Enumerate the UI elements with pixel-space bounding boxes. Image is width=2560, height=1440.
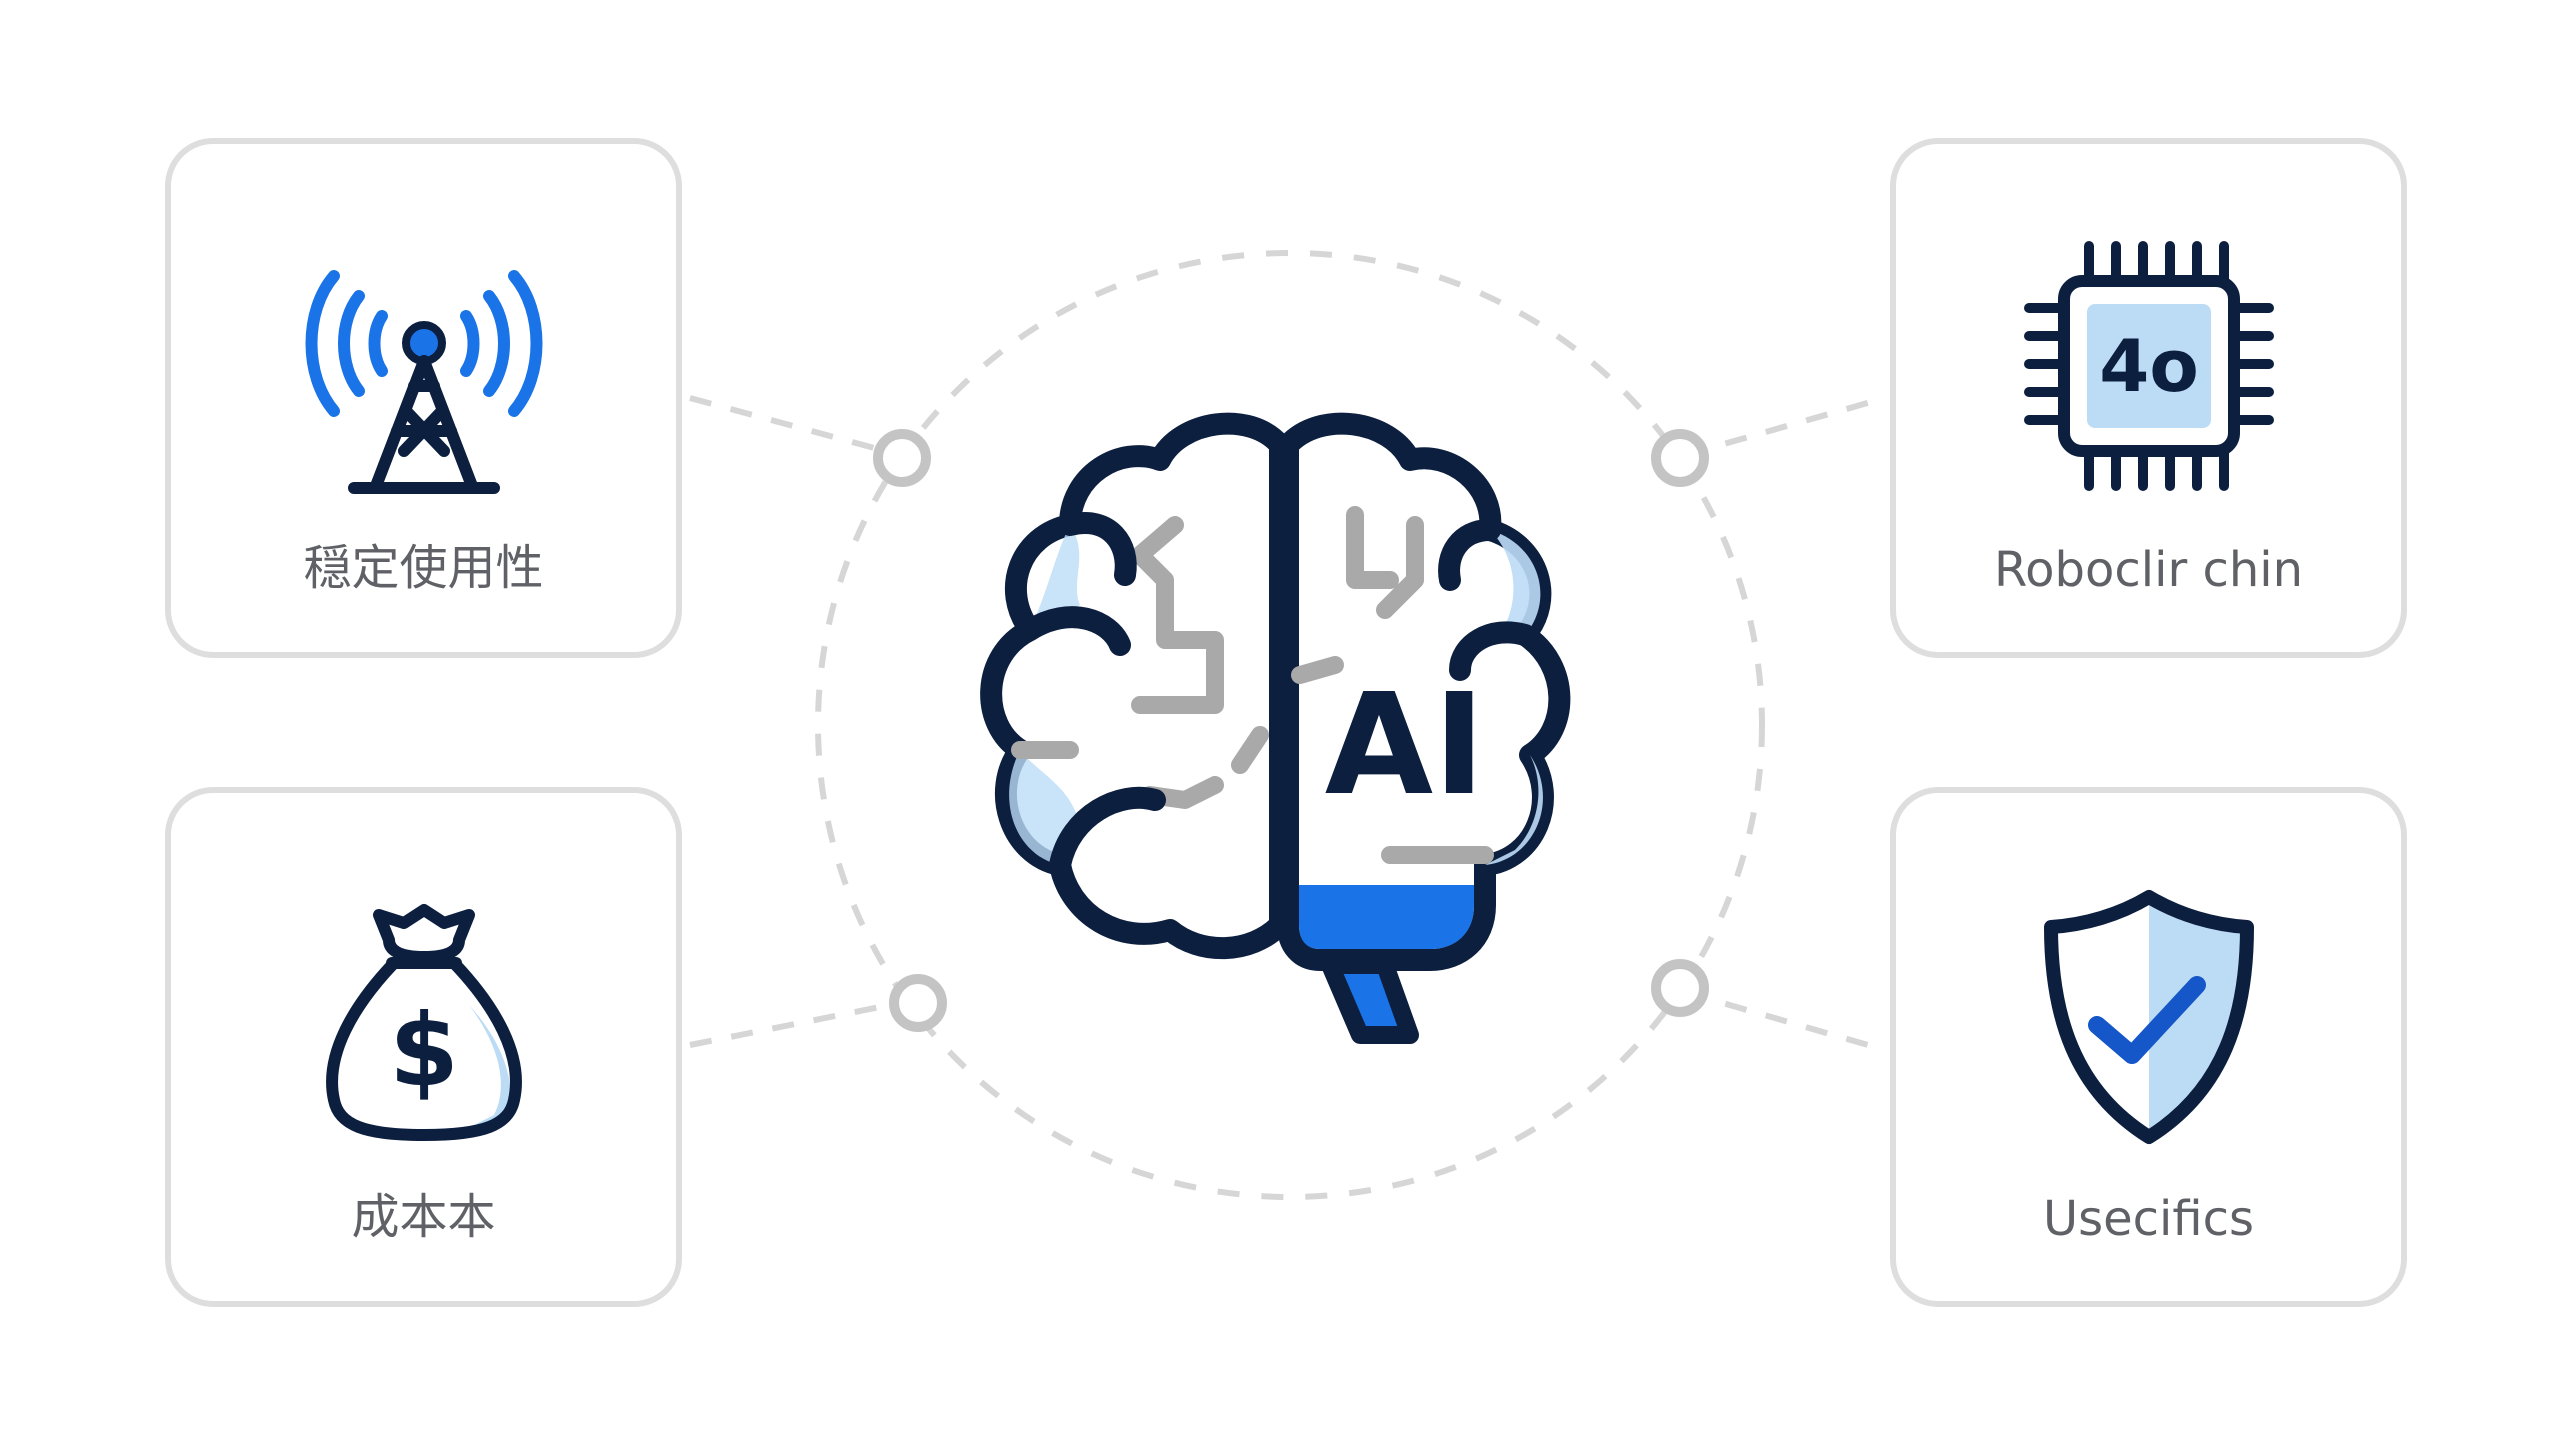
brain-stem	[1321, 956, 1419, 1044]
card-label-stability: 穏定使用性	[303, 540, 544, 596]
dashed-ring	[815, 250, 1765, 1200]
node-bottom-left	[889, 974, 947, 1032]
node-bottom-right	[1651, 959, 1709, 1017]
card-stability[interactable]: 穏定使用性	[165, 138, 682, 658]
connector-bottom-left	[689, 997, 916, 1048]
brain-left-hemisphere	[980, 412, 1291, 960]
money-bag-icon: $	[294, 885, 554, 1145]
connector-top-right	[1684, 395, 1886, 458]
signal-tower-icon	[294, 236, 554, 496]
shield-check-icon	[2019, 885, 2279, 1145]
card-chip[interactable]: 4o Roboclir chin	[1890, 138, 2407, 658]
card-label-chip: Roboclir chin	[1993, 542, 2304, 598]
card-security[interactable]: Usecifics	[1890, 787, 2407, 1307]
card-cost[interactable]: $ 成本本	[165, 787, 682, 1307]
node-top-left	[873, 429, 931, 487]
ai-brain-icon: AI	[960, 405, 1600, 1065]
connector-top-left	[689, 395, 901, 458]
node-top-right	[1651, 429, 1709, 487]
card-label-cost: 成本本	[351, 1189, 496, 1245]
cpu-chip-icon: 4o	[2019, 236, 2279, 496]
brain-blue-band	[1299, 885, 1474, 949]
svg-text:$: $	[389, 992, 459, 1109]
card-label-security: Usecifics	[2042, 1191, 2255, 1247]
ai-badge: AI	[1325, 664, 1485, 827]
connector-bottom-right	[1684, 989, 1886, 1053]
chip-text: 4o	[2099, 324, 2199, 408]
